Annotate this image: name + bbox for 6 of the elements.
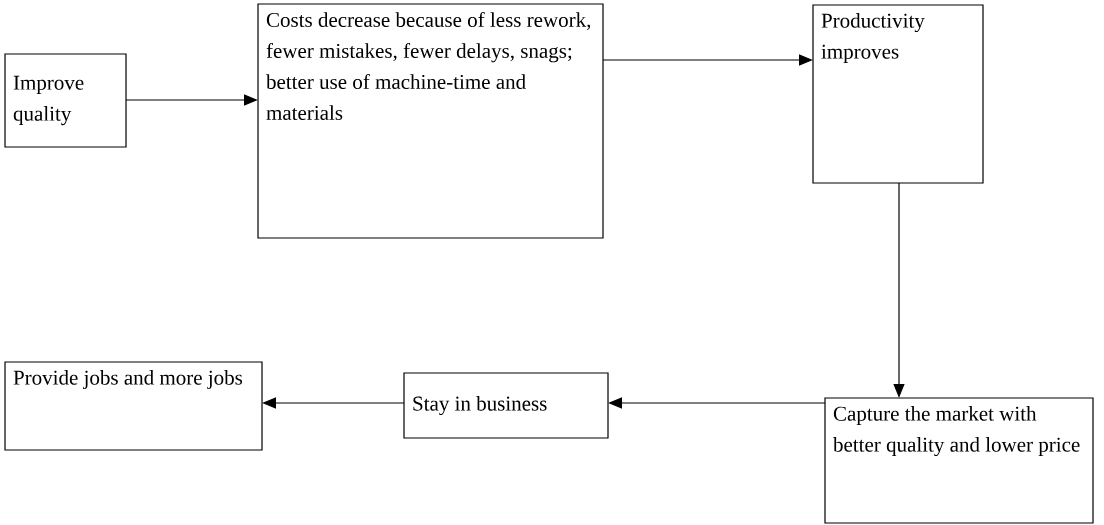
- process-box: Provide jobs and more jobs: [4, 361, 263, 451]
- process-box: Costs decrease because of less rework, fewer mistakes, fewer delays, snags; better use of machine-time and materials: [257, 3, 604, 239]
- process-box: Productivity improves: [812, 4, 984, 184]
- process-box: Improve quality: [4, 53, 127, 148]
- process-box: Stay in business: [403, 372, 609, 439]
- process-box: Capture the market with better quality and lower price: [824, 397, 1094, 524]
